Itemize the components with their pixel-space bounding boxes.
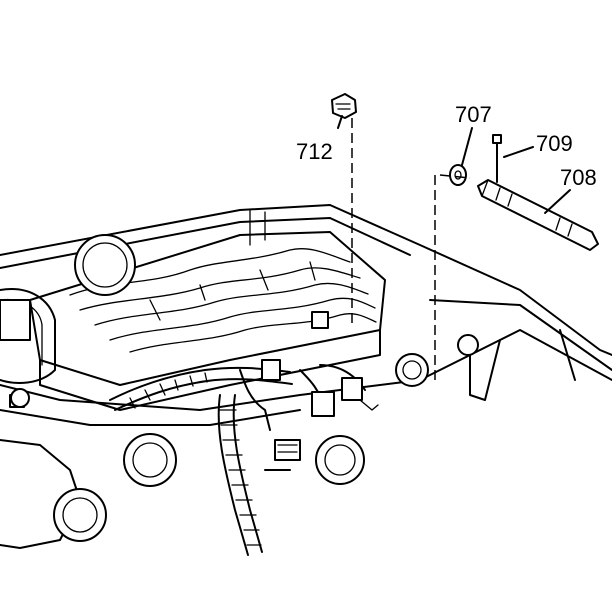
case-bosses bbox=[10, 334, 479, 542]
part-707-washer bbox=[449, 164, 467, 186]
part-712-fitting bbox=[331, 93, 357, 119]
valve-body bbox=[29, 231, 386, 411]
callout-708: 708 bbox=[560, 165, 597, 190]
callout-leaders bbox=[337, 115, 571, 214]
callout-707: 707 bbox=[455, 102, 492, 127]
wiring-harness bbox=[109, 359, 379, 556]
assembly-line-708 bbox=[439, 174, 471, 179]
callout-709: 709 bbox=[536, 131, 573, 156]
part-708-shaft bbox=[477, 179, 599, 251]
callout-712: 712 bbox=[296, 139, 333, 164]
part-709-pin bbox=[492, 134, 502, 183]
